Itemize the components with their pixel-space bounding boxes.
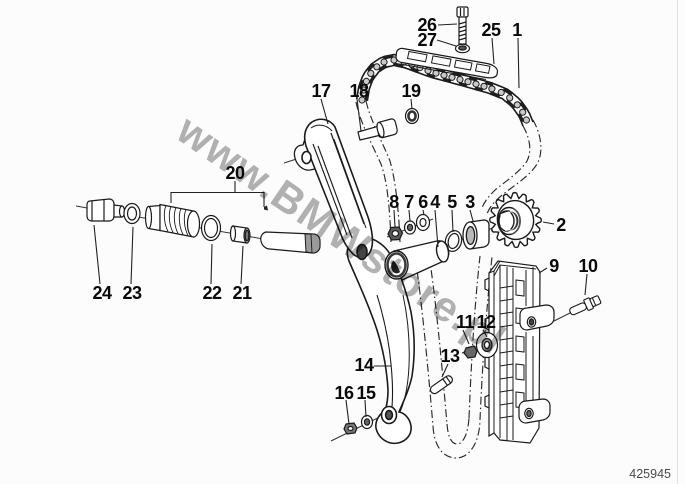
svg-text:18: 18 [349, 81, 369, 101]
svg-text:10: 10 [578, 256, 598, 276]
svg-text:6: 6 [418, 192, 428, 212]
svg-text:1: 1 [512, 20, 522, 40]
svg-text:24: 24 [92, 283, 112, 303]
svg-text:20: 20 [225, 163, 245, 183]
svg-text:23: 23 [122, 283, 142, 303]
svg-text:13: 13 [440, 346, 460, 366]
svg-text:4: 4 [430, 192, 440, 212]
svg-text:7: 7 [404, 192, 414, 212]
svg-text:8: 8 [389, 192, 399, 212]
svg-text:25: 25 [481, 20, 501, 40]
svg-text:2: 2 [556, 215, 566, 235]
svg-text:11: 11 [456, 312, 475, 332]
svg-text:16: 16 [334, 383, 354, 403]
svg-text:3: 3 [465, 192, 475, 212]
svg-text:27: 27 [417, 30, 437, 50]
svg-text:12: 12 [476, 312, 496, 332]
svg-text:26: 26 [417, 15, 437, 35]
svg-text:15: 15 [356, 383, 376, 403]
svg-text:21: 21 [232, 283, 252, 303]
svg-text:19: 19 [401, 81, 421, 101]
svg-text:22: 22 [202, 283, 222, 303]
svg-text:14: 14 [354, 355, 374, 375]
svg-text:17: 17 [311, 81, 331, 101]
svg-text:425945: 425945 [629, 467, 671, 481]
svg-text:9: 9 [549, 256, 559, 276]
svg-text:5: 5 [447, 192, 457, 212]
